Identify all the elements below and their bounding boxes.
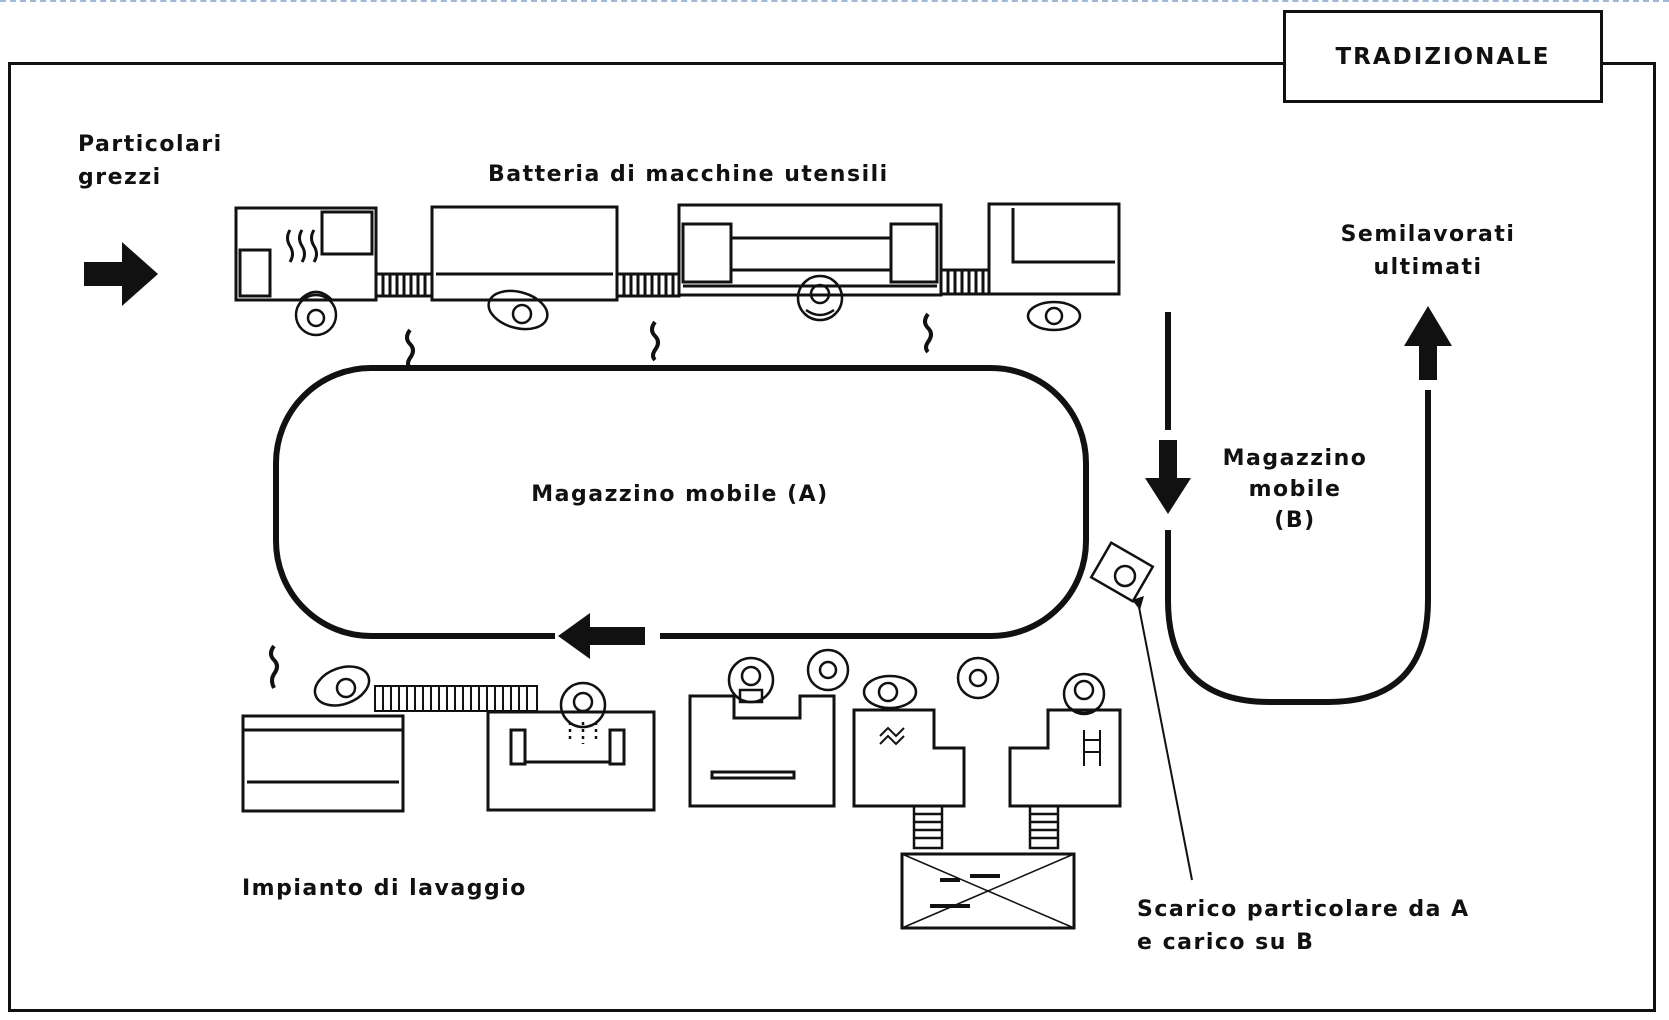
operator-9 (862, 674, 918, 710)
conveyor-2 (615, 272, 681, 298)
machine-tool-3 (677, 203, 943, 297)
part-markers (269, 312, 933, 689)
mobile-store-b-path (1165, 312, 1431, 705)
operator-7 (727, 656, 775, 704)
operator-6 (559, 681, 607, 744)
transfer-label: Scarico particolare da A e carico su B (1137, 897, 1470, 955)
washing-plant (241, 714, 405, 813)
operator-5 (313, 665, 371, 707)
conveyor-3 (939, 268, 991, 296)
station-feeders (912, 804, 1060, 850)
operator-8 (806, 648, 850, 692)
top-dashed-rule (0, 0, 1669, 2)
washing-conveyor (374, 685, 538, 712)
operator-icons-bottom (313, 648, 1106, 744)
mobile-store-a-label: Magazzino mobile (A) (531, 482, 829, 507)
up-arrow (1404, 306, 1452, 380)
machine-tool-4 (987, 202, 1121, 296)
operator-10 (956, 656, 1000, 700)
conveyor-1 (374, 272, 434, 298)
diagram-title: TRADIZIONALE (1283, 10, 1603, 103)
workstation-3 (852, 708, 966, 808)
workstation-2 (688, 694, 836, 808)
operator-11 (1062, 672, 1106, 716)
input-arrow (84, 242, 158, 306)
down-arrow (1145, 440, 1191, 514)
operator-3 (796, 274, 844, 322)
mobile-store-b-label: Magazzino mobile (B) (1222, 446, 1368, 533)
transfer-operator (1089, 540, 1155, 604)
raw-parts-label: Particolari grezzi (78, 132, 223, 190)
machine-battery-label: Batteria di macchine utensili (488, 162, 889, 187)
operator-2 (487, 289, 549, 331)
finished-parts-label: Semilavorati ultimati (1340, 222, 1516, 280)
left-flow-arrow (558, 613, 645, 659)
collection-bin (900, 852, 1076, 930)
machine-battery (234, 202, 1121, 302)
operator-1 (294, 290, 338, 337)
operator-4 (1026, 300, 1082, 332)
workstation-1 (486, 710, 656, 812)
machine-tool-1 (234, 206, 378, 302)
machine-tool-2 (430, 205, 619, 302)
mobile-store-a-loop (273, 365, 1089, 639)
transfer-pointer-head (1132, 596, 1144, 610)
transfer-pointer (1137, 601, 1193, 881)
operator-icons-top (294, 274, 1082, 337)
workstation-4 (1008, 708, 1122, 808)
diagram-frame (8, 62, 1656, 1012)
washing-plant-label: Impianto di lavaggio (242, 876, 527, 901)
